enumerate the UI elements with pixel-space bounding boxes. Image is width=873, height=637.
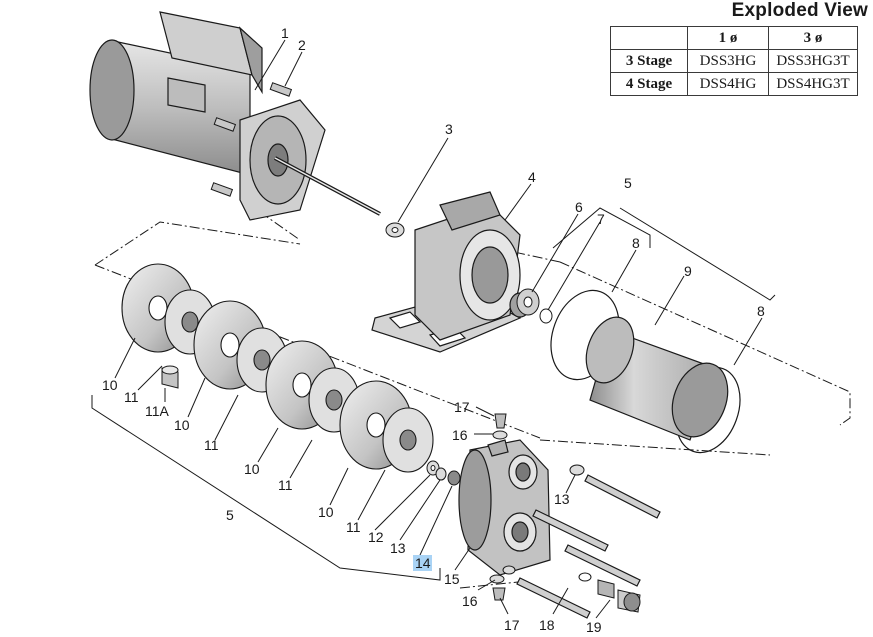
callout-19: 19 [586,619,602,635]
callout-8-left: 8 [632,235,640,251]
callout-highlight [413,555,432,571]
valve-part-19 [578,572,641,613]
callout-16-bottom: 16 [462,593,478,609]
callout-8-right: 8 [757,303,765,319]
leader-lines [114,39,763,619]
callout-3: 3 [445,121,453,137]
callout-1: 1 [281,25,289,41]
discharge-head-part-15 [458,439,551,576]
model-table-stage: 4 Stage [610,72,688,96]
callout-12: 12 [368,529,384,545]
washer-part-3 [385,222,405,238]
stage-stack-part-10-11 [121,263,434,473]
callout-10: 10 [318,504,334,520]
callout-10: 10 [102,377,118,393]
spacer-part-11A [161,365,179,389]
nut-part-14 [447,470,461,486]
model-table-header-single-phase: 1 ø [687,26,769,50]
callout-13-right: 13 [554,491,570,507]
callout-11: 11 [204,437,219,453]
callout-11: 11 [124,389,139,405]
plug-part-17 [492,413,507,601]
callout-11: 11 [346,519,361,535]
seal-part-6 [516,288,540,316]
callout-17-top: 17 [454,399,470,415]
model-table: 1 ø 3 ø 3 Stage DSS3HG DSS3HG3T 4 Stage … [610,26,858,96]
callout-10: 10 [244,461,260,477]
callout-11: 11 [278,477,293,493]
tie-rod-part-18 [516,474,661,619]
callout-4: 4 [528,169,536,185]
impeller-part-11 [382,407,434,473]
bolt-part-2 [210,82,293,197]
model-table-cell: DSS4HG [687,72,769,96]
callout-11A: 11A [145,403,170,419]
callout-17-bottom: 17 [504,617,520,633]
model-table-corner [610,26,688,50]
model-table-row: 4 Stage DSS4HG DSS4HG3T [610,72,858,96]
page-title: Exploded View [731,0,868,21]
callouts: 1 2 3 4 5 6 7 8 9 8 10 11 11A 10 11 10 1… [102,25,765,635]
callout-9: 9 [684,263,692,279]
washer-part-13 [435,464,585,481]
callout-18: 18 [539,617,555,633]
callout-10: 10 [174,417,190,433]
model-table-cell: DSS4HG3T [768,72,858,96]
callout-15: 15 [444,571,460,587]
model-table-stage: 3 Stage [610,49,688,73]
model-table-row: 3 Stage DSS3HG DSS3HG3T [610,49,858,73]
o-ring-part-7 [539,308,553,324]
callout-6: 6 [575,199,583,215]
model-table-cell: DSS3HG3T [768,49,858,73]
shell-part-9 [585,316,729,441]
callout-2: 2 [298,37,306,53]
callout-13: 13 [390,540,406,556]
motor-part-1 [89,11,381,221]
callout-7: 7 [597,211,605,227]
callout-16-top: 16 [452,427,468,443]
callout-5-top: 5 [624,175,632,191]
callout-14: 14 [415,555,431,571]
callout-5-bottom: 5 [226,507,234,523]
bracket-lines [91,207,776,581]
pump-bracket-part-4 [371,191,531,353]
model-table-header-row: 1 ø 3 ø [610,26,858,50]
